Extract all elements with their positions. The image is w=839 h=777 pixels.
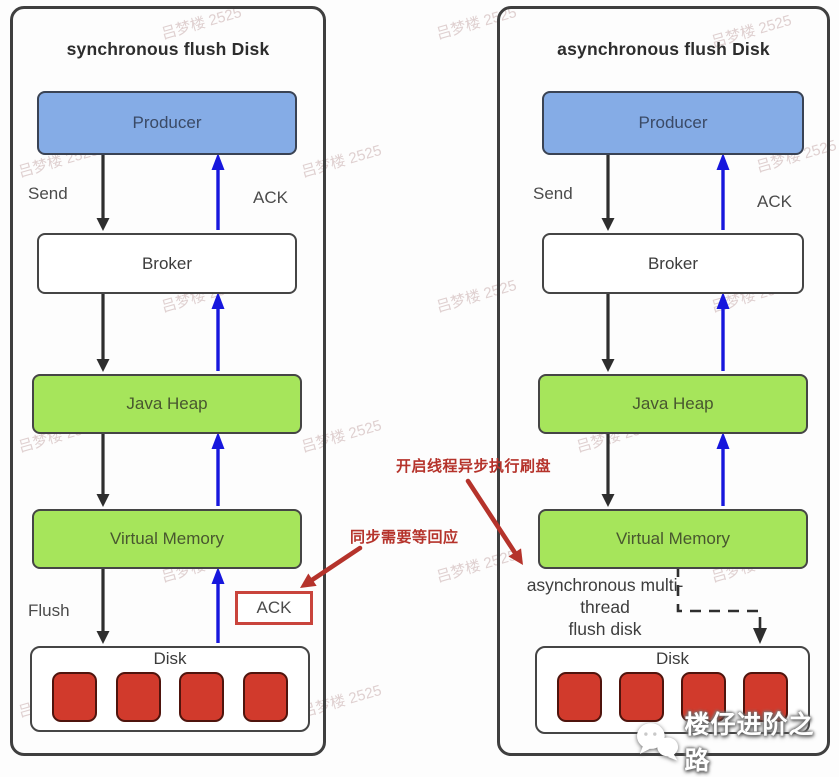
async-panel-title: asynchronous flush Disk <box>557 39 770 59</box>
async-disk-box: Disk <box>535 646 810 734</box>
disk-chip <box>179 672 225 722</box>
sync-disk-ack-label: ACK <box>256 598 292 617</box>
async-java-heap-box: Java Heap <box>538 374 808 434</box>
async-note-line2: thread <box>580 597 630 617</box>
sync-java-heap-label: Java Heap <box>126 394 208 413</box>
sync-java-heap-box: Java Heap <box>32 374 302 434</box>
disk-chip <box>115 672 161 722</box>
async-disk-label: Disk <box>655 649 690 668</box>
sync-producer-box: Producer <box>37 91 297 155</box>
async-multithread-note: asynchronous multi- thread flush disk <box>494 574 716 640</box>
disk-chip <box>557 672 602 722</box>
sync-send-label: Send <box>28 184 68 203</box>
disk-chip <box>242 672 288 722</box>
async-broker-box: Broker <box>542 233 804 294</box>
sync-broker-box: Broker <box>37 233 297 294</box>
sync-producer-label: Producer <box>132 113 202 132</box>
async-disk-chips <box>537 669 808 722</box>
sync-flush-label: Flush <box>28 601 70 620</box>
sync-broker-label: Broker <box>141 253 193 273</box>
async-send-label: Send <box>533 184 573 203</box>
disk-chip <box>681 672 726 722</box>
brand-watermark: 楼仔进阶之路 <box>634 705 839 777</box>
async-ack-label: ACK <box>757 192 792 211</box>
disk-chip <box>52 672 97 722</box>
brand-text: 楼仔进阶之路 <box>684 711 815 775</box>
async-note-line1: asynchronous multi- <box>526 575 684 595</box>
sync-disk-chips <box>32 669 308 722</box>
sync-disk-label: Disk <box>153 649 187 668</box>
async-virtual-memory-box: Virtual Memory <box>538 509 808 569</box>
disk-chip <box>743 672 788 722</box>
async-note-line3: flush disk <box>568 619 642 639</box>
async-flush-annotation: 开启线程异步执行刷盘 <box>396 458 552 475</box>
disk-chip <box>619 672 664 722</box>
async-java-heap-label: Java Heap <box>632 394 714 413</box>
sync-disk-ack-box: ACK <box>235 591 313 625</box>
async-producer-box: Producer <box>542 91 804 155</box>
chat-bubbles-icon <box>636 723 679 761</box>
sync-wait-annotation: 同步需要等回应 <box>350 529 459 546</box>
sync-flush-panel: synchronous flush Disk <box>10 6 326 756</box>
sync-virtual-memory-box: Virtual Memory <box>32 509 302 569</box>
sync-panel-title: synchronous flush Disk <box>66 39 270 59</box>
async-broker-label: Broker <box>647 253 699 273</box>
async-virtual-memory-label: Virtual Memory <box>616 529 730 548</box>
sync-ack-label: ACK <box>253 188 288 207</box>
sync-virtual-memory-label: Virtual Memory <box>110 529 224 548</box>
sync-disk-box: Disk <box>30 646 310 732</box>
async-producer-label: Producer <box>638 113 708 132</box>
